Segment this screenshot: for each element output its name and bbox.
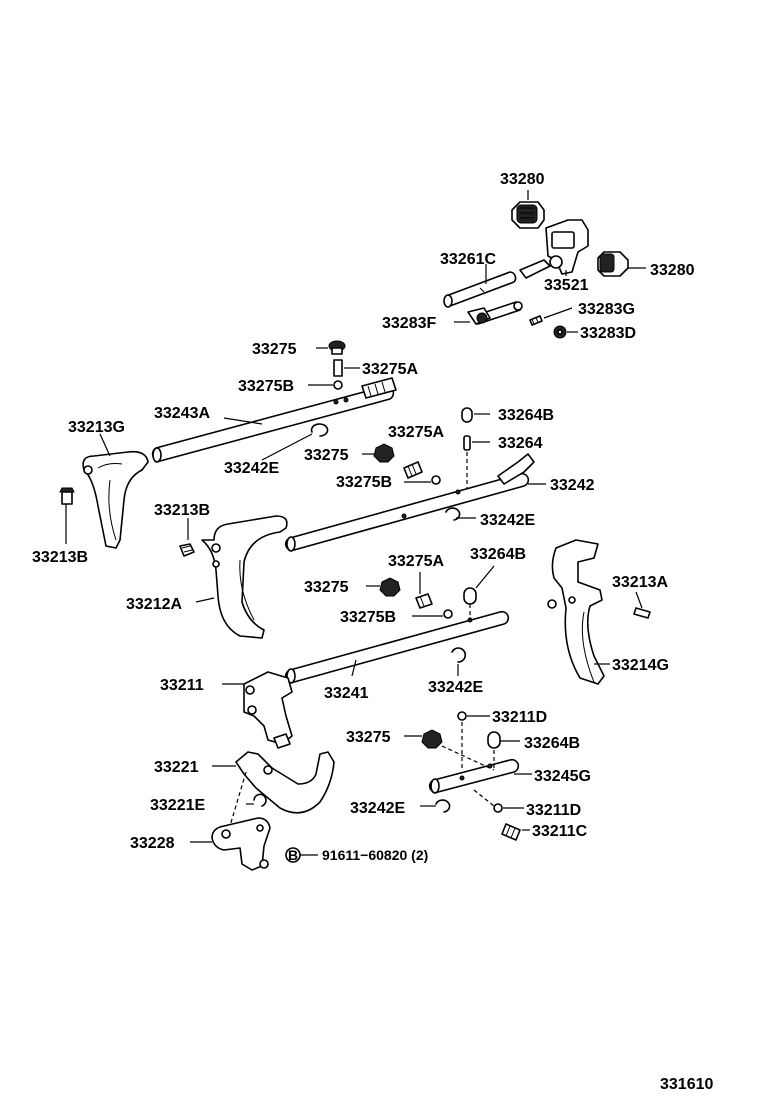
part-33275B-ball-c — [443, 609, 453, 619]
label-33275A-b: 33275A — [388, 424, 444, 441]
label-33242E-a: 33242E — [224, 460, 279, 477]
label-33264B-c: 33264B — [524, 735, 580, 752]
label-33211C: 33211C — [532, 823, 588, 840]
label-33261C: 33261C — [440, 251, 496, 268]
part-33275A-spring-a — [333, 359, 343, 377]
label-33228: 33228 — [130, 835, 175, 852]
part-33242E-clip-c — [451, 647, 467, 663]
part-33221-shift-lever — [235, 751, 335, 814]
diagram-id: 331610 — [660, 1076, 713, 1093]
part-33275B-ball-a — [333, 380, 343, 390]
part-33280-right-plug — [597, 251, 629, 277]
part-33242E-clip-d — [435, 799, 451, 813]
part-33213A-pin — [633, 607, 651, 619]
label-33213B-b: 33213B — [32, 549, 88, 566]
bolt-b-marker: B — [285, 847, 301, 863]
label-33275A-c: 33275A — [388, 553, 444, 570]
label-33275-a: 33275 — [252, 341, 297, 358]
label-33242E-d: 33242E — [350, 800, 405, 817]
label-33211D-a: 33211D — [492, 709, 547, 726]
label-33213G: 33213G — [68, 419, 125, 436]
label-33242E-c: 33242E — [428, 679, 483, 696]
part-33213B-bolt-mid — [179, 543, 195, 557]
label-33213A: 33213A — [612, 574, 668, 591]
part-33521-lever-housing — [519, 219, 589, 279]
part-33242E-clip-b — [445, 507, 461, 521]
label-bolt-code: 91611−60820 (2) — [322, 847, 428, 863]
part-33213G-shift-fork — [82, 450, 149, 549]
part-33264B-pin-a — [461, 407, 473, 423]
part-33243A-shift-shaft — [151, 377, 397, 463]
part-33275A-spring-b — [403, 461, 423, 479]
label-33221E: 33221E — [150, 797, 205, 814]
part-33212A-shift-fork — [201, 515, 288, 639]
part-33275-plug-a — [328, 340, 346, 355]
part-33241-shift-shaft — [284, 610, 510, 684]
part-33214G-shift-fork — [547, 539, 605, 685]
label-33264B-a: 33264B — [498, 407, 554, 424]
label-33280-right: 33280 — [650, 262, 695, 279]
part-33242E-clip-a — [310, 423, 329, 437]
label-33243A: 33243A — [154, 405, 210, 422]
part-33275B-ball-b — [431, 475, 441, 485]
part-33261C-shaft — [443, 271, 517, 308]
label-33211: 33211 — [160, 677, 204, 694]
part-33211D-ball-a — [457, 711, 467, 721]
label-33275-c: 33275 — [304, 579, 349, 596]
label-33521: 33521 — [544, 277, 589, 294]
part-33275-plug-d — [421, 729, 443, 749]
label-33214G: 33214G — [612, 657, 669, 674]
label-33211D-b: 33211D — [526, 802, 581, 819]
label-33213B-a: 33213B — [154, 502, 210, 519]
label-33283G: 33283G — [578, 301, 635, 318]
label-33241: 33241 — [324, 685, 369, 702]
part-33211C-spring — [501, 823, 521, 841]
label-33283F: 33283F — [382, 315, 436, 332]
label-33275B-c: 33275B — [340, 609, 396, 626]
label-33275B-b: 33275B — [336, 474, 392, 491]
part-33283F-lever — [467, 301, 523, 325]
label-33280-top: 33280 — [500, 171, 545, 188]
part-33280-top-plug — [511, 201, 545, 229]
label-33242: 33242 — [550, 477, 595, 494]
part-33275-plug-c — [379, 577, 401, 597]
label-33283D: 33283D — [580, 325, 636, 342]
label-33212A: 33212A — [126, 596, 182, 613]
part-33221E-clip — [253, 793, 267, 807]
label-33275-b: 33275 — [304, 447, 349, 464]
label-33221: 33221 — [154, 759, 199, 776]
part-33283D-nut — [553, 325, 567, 339]
label-33275-d: 33275 — [346, 729, 391, 746]
part-33242-shift-shaft — [284, 453, 535, 552]
part-33245G-shift-shaft — [428, 758, 520, 794]
part-33211D-ball-b — [493, 803, 503, 813]
part-33283G-pin — [529, 315, 543, 326]
label-33275B-a: 33275B — [238, 378, 294, 395]
part-33213B-bolt-left — [59, 487, 75, 505]
part-33211-select-lever — [243, 671, 293, 749]
part-33275A-spring-c — [415, 593, 433, 609]
label-33275A-a: 33275A — [362, 361, 418, 378]
part-33228-bracket — [211, 817, 271, 871]
part-33264B-pin-b — [463, 587, 477, 605]
label-33245G: 33245G — [534, 768, 591, 785]
part-33275-plug-b — [373, 443, 395, 463]
part-33264B-pin-c — [487, 731, 501, 749]
part-33264-pin — [463, 435, 471, 451]
label-33264B-b: 33264B — [470, 546, 526, 563]
label-33242E-b: 33242E — [480, 512, 535, 529]
bolt-b-marker-letter: B — [288, 847, 298, 863]
label-33264: 33264 — [498, 435, 543, 452]
